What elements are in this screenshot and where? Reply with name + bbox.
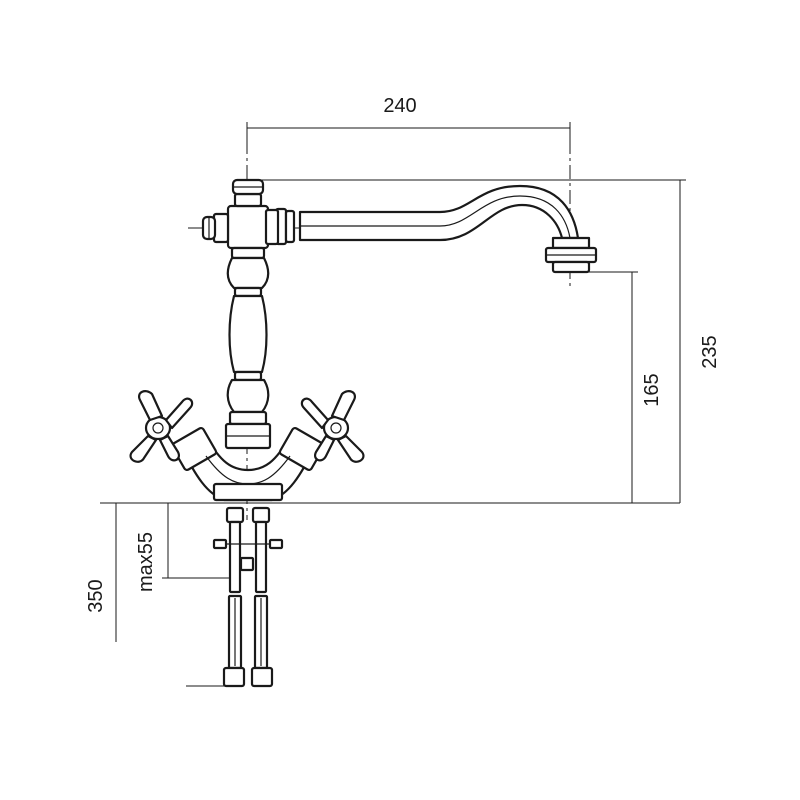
total-height-label: 235 xyxy=(699,335,721,368)
spout xyxy=(274,184,598,274)
hose-length-label: 350 xyxy=(85,579,107,612)
right-cross-handle xyxy=(300,390,365,463)
max-deck-thickness-label: max55 xyxy=(135,532,157,592)
left-cross-handle xyxy=(129,390,194,463)
dimension-lines xyxy=(115,122,686,687)
spout-height-label: 165 xyxy=(641,373,663,406)
faucet-base xyxy=(170,427,326,502)
spout-reach-label: 240 xyxy=(383,95,416,117)
mounting-hardware xyxy=(100,502,680,688)
faucet-column xyxy=(224,256,272,450)
faucet-head xyxy=(201,178,280,260)
